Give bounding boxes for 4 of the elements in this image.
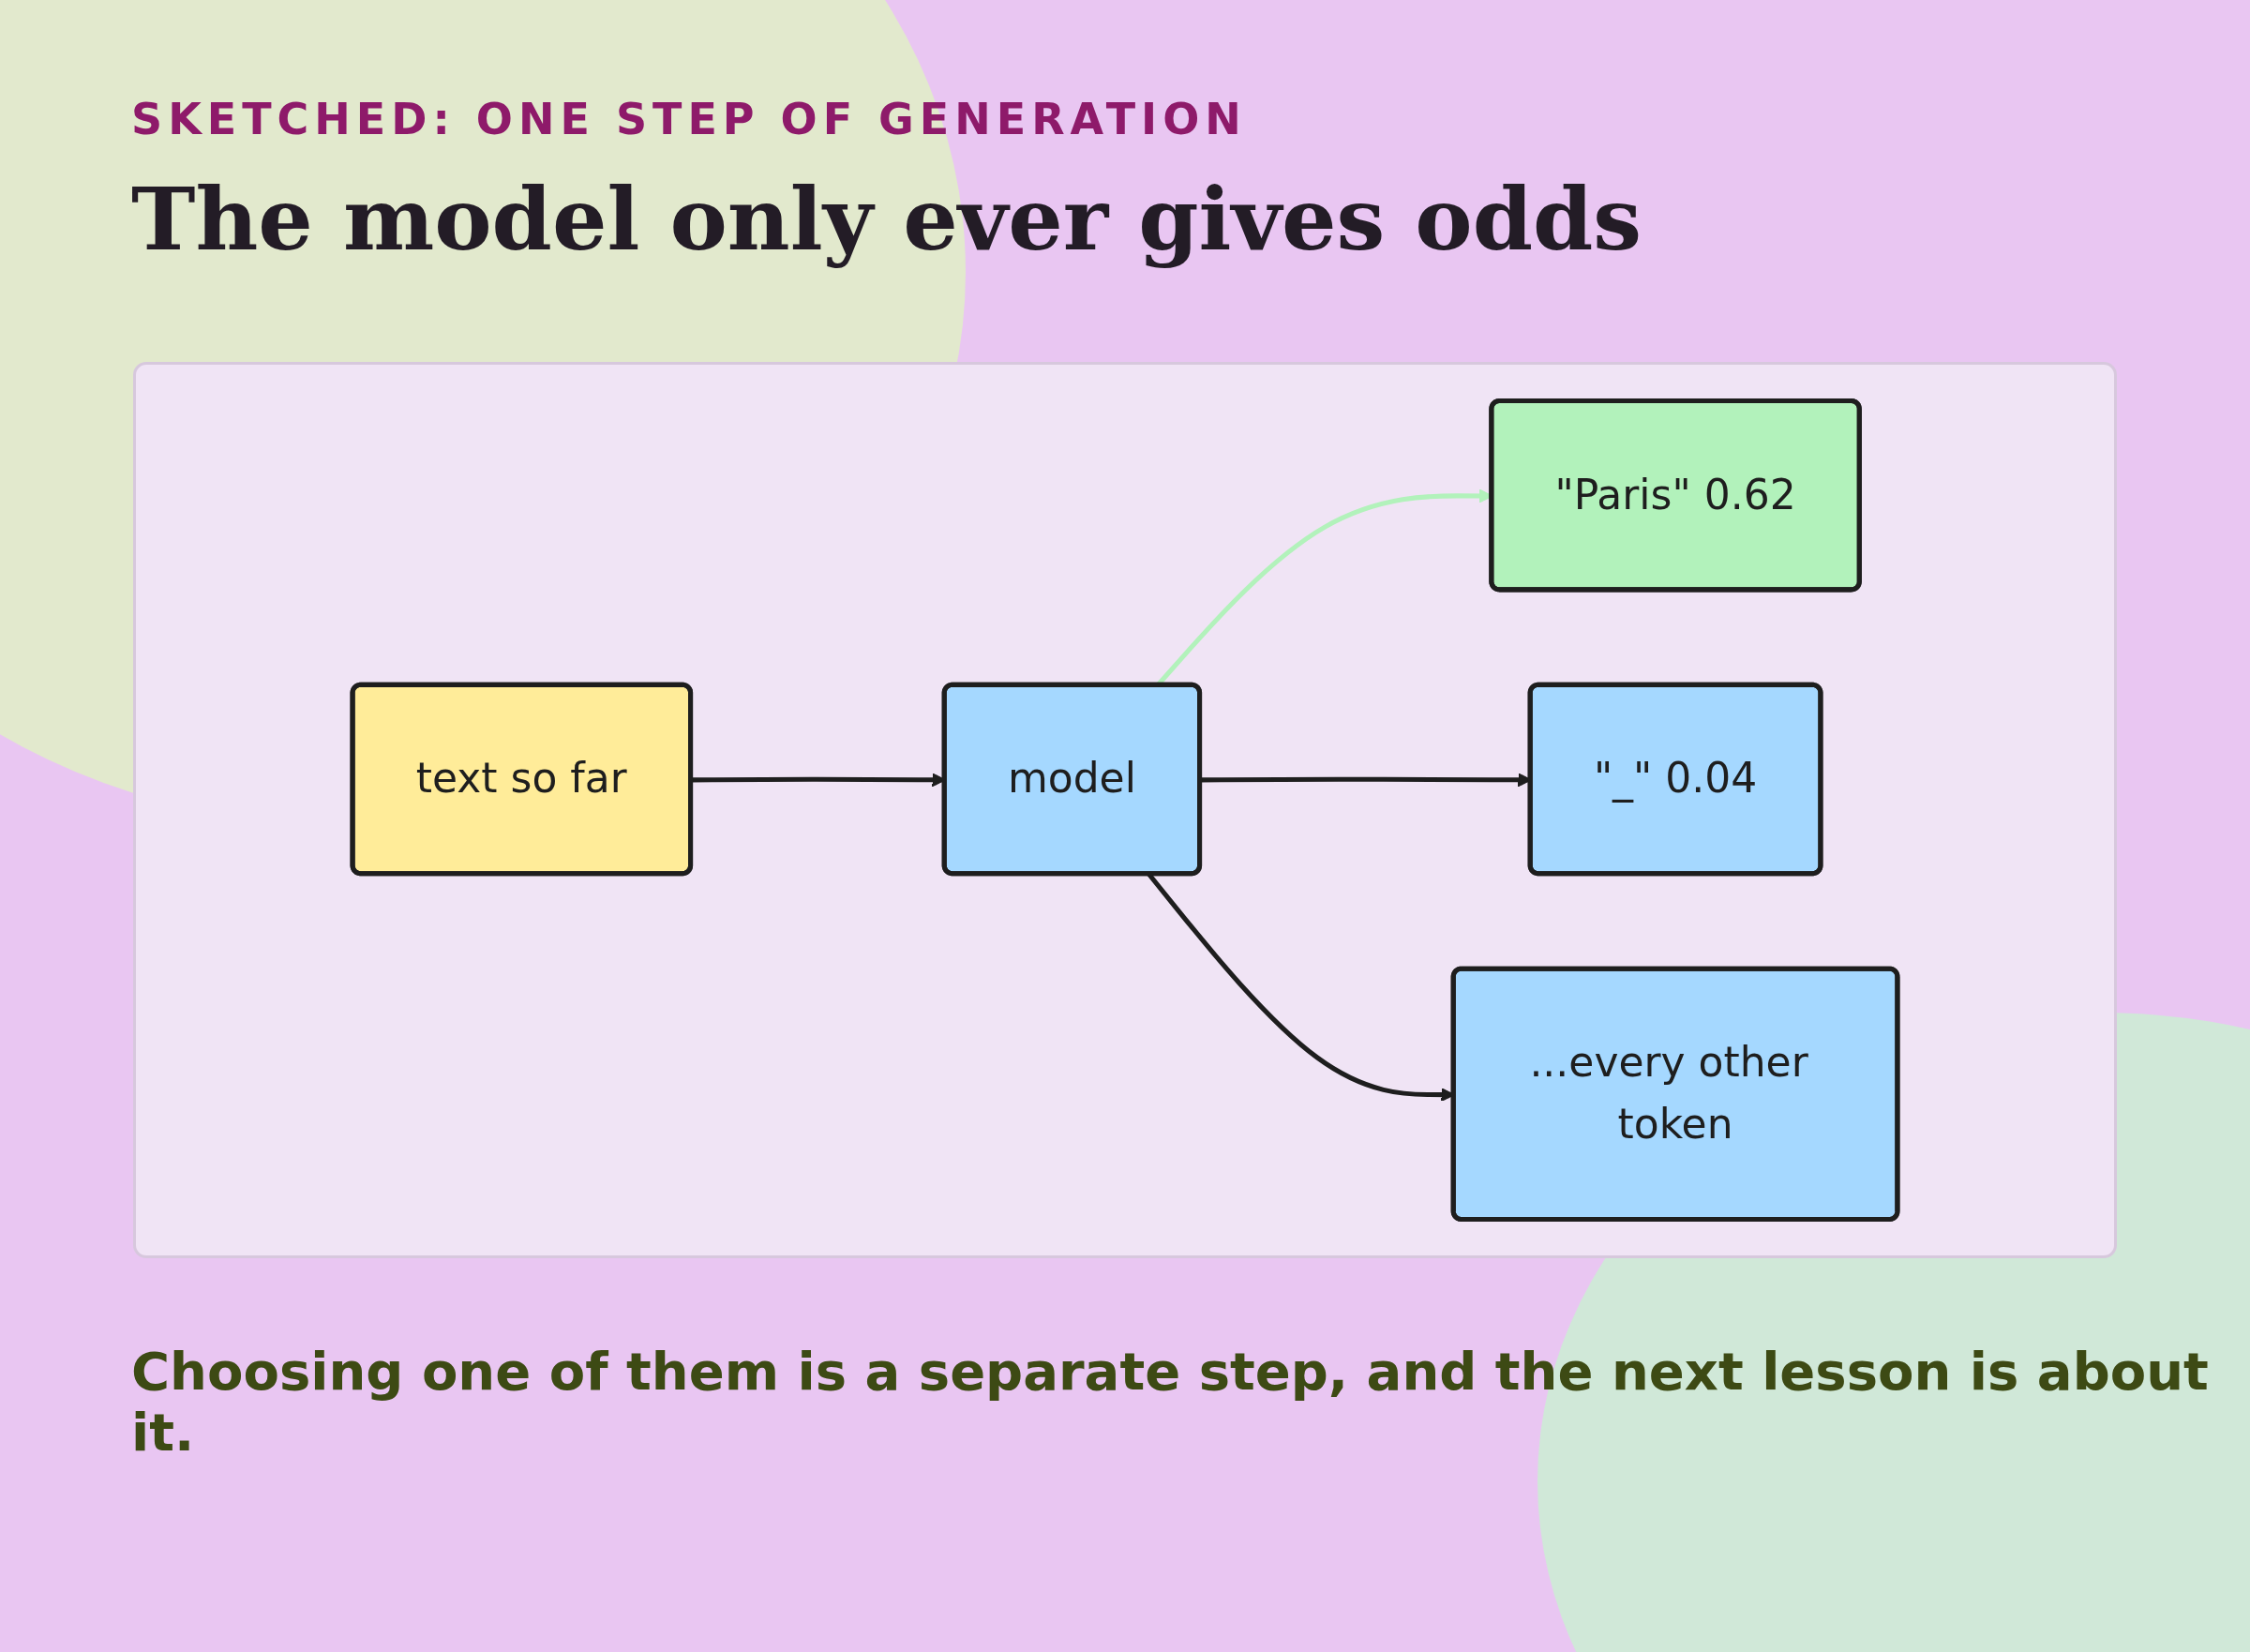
caption: Choosing one of them is a separate step, and the next lesson is about it. [131, 1341, 2210, 1463]
kicker-text: SKETCHED: ONE STEP OF GENERATION [131, 94, 1247, 144]
title: The model only ever gives odds [131, 169, 1642, 270]
diagram-panel: text so far model "Paris" 0.62 "_" 0.04 ...every other token [133, 362, 2117, 1258]
